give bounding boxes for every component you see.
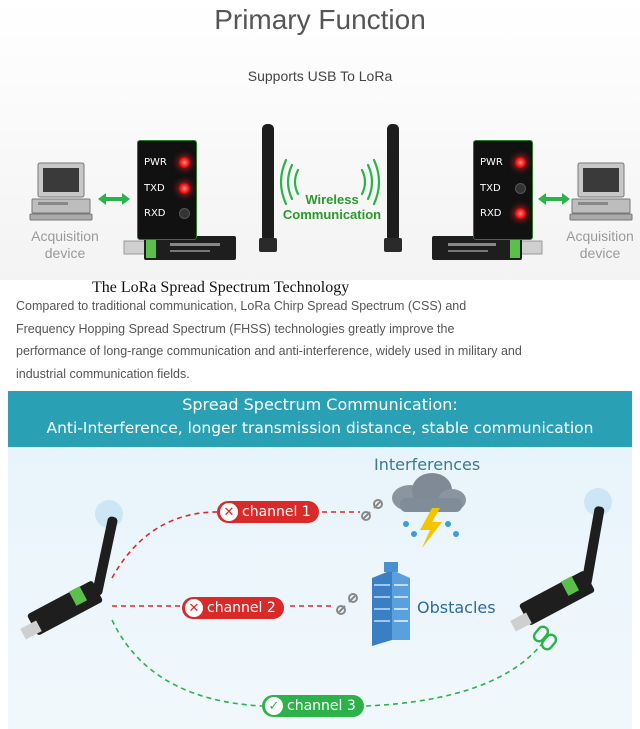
page-subtitle: Supports USB To LoRa bbox=[247, 68, 393, 84]
blocked-x-icon: ✕ bbox=[220, 503, 238, 521]
rxd-led-icon bbox=[515, 207, 526, 219]
channel-label: channel 1 bbox=[242, 504, 311, 520]
channel-2-badge: ✕ channel 2 bbox=[182, 597, 284, 619]
wireless-label-line: Communication bbox=[282, 207, 382, 222]
broken-link-icon-1 bbox=[361, 499, 383, 521]
led-label: PWR bbox=[480, 156, 503, 168]
primary-function-panel: Primary Function Supports USB To LoRa bbox=[0, 0, 640, 280]
body-line: Compared to traditional communication, L… bbox=[16, 299, 467, 313]
blocked-x-icon: ✕ bbox=[185, 599, 203, 617]
usb-dongle-icon-left bbox=[123, 236, 236, 260]
check-icon: ✓ bbox=[265, 697, 283, 715]
section-heading: The LoRa Spread Spectrum Technology bbox=[92, 279, 350, 296]
channel-label: channel 2 bbox=[207, 600, 276, 616]
page-title: Primary Function bbox=[214, 4, 426, 35]
lora-dongle-icon-left bbox=[20, 500, 123, 640]
building-icon bbox=[372, 562, 410, 646]
device-label-line: Acquisition bbox=[31, 228, 99, 244]
channel-3-path-left bbox=[111, 619, 263, 707]
wireless-waves-icon bbox=[279, 158, 381, 206]
spread-spectrum-diagram bbox=[8, 447, 632, 729]
obstacles-label: Obstacles bbox=[417, 598, 496, 617]
computer-icon-right bbox=[569, 162, 633, 221]
led-label: PWR bbox=[144, 156, 167, 168]
led-panel-left: PWR TXD RXD bbox=[137, 140, 197, 240]
body-line: Frequency Hopping Spread Spectrum (FHSS)… bbox=[16, 321, 455, 336]
txd-led-icon bbox=[515, 182, 526, 194]
lora-dongle-icon-right bbox=[510, 488, 612, 632]
double-arrow-icon-left bbox=[98, 193, 130, 205]
link-icon bbox=[532, 625, 558, 651]
wireless-label-line: Wireless bbox=[305, 192, 359, 207]
channel-1-badge: ✕ channel 1 bbox=[217, 501, 319, 523]
led-label: TXD bbox=[480, 182, 501, 194]
led-row: RXD bbox=[480, 204, 526, 222]
usb-dongle-icon-right bbox=[432, 236, 543, 260]
computer-icon-left bbox=[29, 162, 93, 221]
interferences-label: Interferences bbox=[374, 455, 481, 474]
pwr-led-icon bbox=[179, 156, 190, 168]
device-label-line: device bbox=[44, 245, 86, 261]
acquisition-device-label-left: Acquisition device bbox=[20, 228, 110, 262]
channel-label: channel 3 bbox=[287, 698, 356, 714]
led-row: RXD bbox=[144, 204, 190, 222]
wireless-communication-label: Wireless Communication bbox=[272, 192, 392, 222]
channel-3-path-right bbox=[365, 639, 546, 707]
led-label: RXD bbox=[480, 207, 502, 219]
txd-led-icon bbox=[179, 182, 190, 194]
led-row: TXD bbox=[144, 179, 190, 197]
led-label: RXD bbox=[144, 207, 166, 219]
led-label: TXD bbox=[144, 182, 165, 194]
device-label-line: device bbox=[579, 245, 621, 261]
pwr-led-icon bbox=[515, 156, 526, 168]
channel-1-path bbox=[111, 511, 223, 579]
antenna-icon-right bbox=[384, 124, 402, 252]
led-row: PWR bbox=[480, 153, 526, 171]
body-line: performance of long-range communication … bbox=[16, 344, 522, 358]
channel-3-badge: ✓ channel 3 bbox=[262, 695, 364, 717]
body-line: industrial communication fields. bbox=[16, 366, 190, 381]
usb-lora-illustration bbox=[29, 124, 633, 260]
spread-spectrum-banner: Spread Spectrum Communication: Anti-Inte… bbox=[8, 391, 632, 447]
device-label-line: Acquisition bbox=[566, 228, 634, 244]
acquisition-device-label-right: Acquisition device bbox=[555, 228, 640, 262]
led-row: TXD bbox=[480, 179, 526, 197]
led-row: PWR bbox=[144, 153, 190, 171]
rxd-led-icon bbox=[179, 207, 190, 219]
led-panel-right: PWR TXD RXD bbox=[473, 140, 533, 240]
broken-link-icon-2 bbox=[336, 593, 358, 615]
banner-title: Spread Spectrum Communication: bbox=[182, 395, 458, 414]
banner-subtitle: Anti-Interference, longer transmission d… bbox=[46, 419, 594, 437]
double-arrow-icon-right bbox=[538, 193, 570, 205]
antenna-icon-left bbox=[259, 124, 277, 252]
section-body: Compared to traditional communication, L… bbox=[16, 295, 616, 385]
storm-cloud-icon bbox=[392, 473, 466, 548]
